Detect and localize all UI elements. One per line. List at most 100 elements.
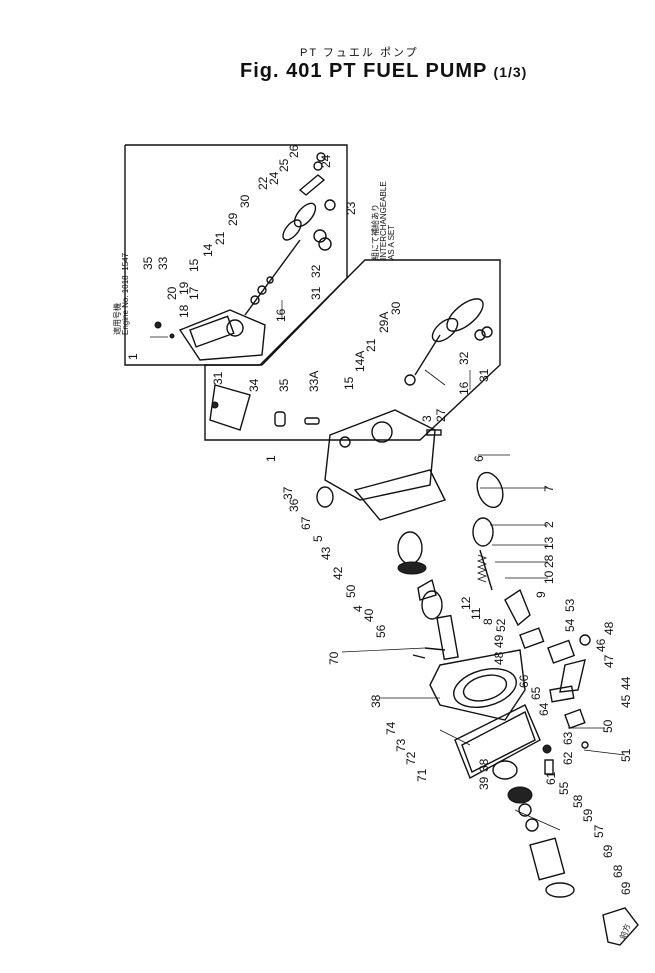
- inset-engine-variant-frame: [124, 144, 348, 366]
- inset-gasket-30: [446, 298, 484, 332]
- label-8: 8: [481, 618, 495, 625]
- label-14: 14: [201, 243, 215, 257]
- label-49: 49: [492, 634, 506, 648]
- label-67: 67: [299, 516, 313, 530]
- figure-fraction: (1/3): [493, 64, 528, 80]
- label-33a: 33A: [307, 371, 321, 392]
- inset-shaft-21: [414, 334, 441, 376]
- gear-42: [397, 561, 427, 575]
- label-26: 26: [287, 144, 301, 158]
- label-3: 3: [420, 415, 434, 422]
- label-31c: 31: [211, 371, 225, 385]
- label-29a: 29A: [377, 312, 391, 333]
- label-62: 62: [561, 751, 575, 765]
- interchange-note-en2: AS A SET: [387, 225, 396, 260]
- label-56: 56: [374, 624, 388, 638]
- label-6: 6: [472, 455, 486, 462]
- label-54: 54: [563, 618, 577, 632]
- label-24a: 24: [267, 171, 281, 185]
- inset-engine-variant: 適用号機 Engine No. 1018~1547 組にて補給あり INTERC…: [112, 144, 396, 366]
- label-48a: 48: [602, 621, 616, 635]
- label-1a: 1: [126, 353, 140, 360]
- label-19: 19: [177, 281, 191, 295]
- label-11: 11: [469, 607, 483, 620]
- leader-lines: [281, 300, 626, 831]
- label-44: 44: [619, 676, 633, 690]
- label-9: 9: [534, 591, 548, 598]
- plug-37: [316, 486, 334, 508]
- label-37: 37: [281, 486, 295, 500]
- label-32b: 32: [457, 351, 471, 365]
- figure-title-text: Fig. 401 PT FUEL PUMP: [240, 60, 487, 82]
- part-9: [504, 588, 531, 627]
- label-31a: 31: [309, 286, 323, 300]
- inset-shaft-group: [204, 259, 501, 441]
- cover-34: [209, 384, 251, 431]
- label-5: 5: [311, 535, 325, 542]
- label-21: 21: [213, 231, 227, 245]
- figure-header: PT フュエル ポンプ Fig. 401 PT FUEL PUMP (1/3): [0, 0, 655, 95]
- block-53: [547, 639, 576, 664]
- gasket-plate: [454, 704, 541, 779]
- label-71: 71: [415, 768, 429, 782]
- label-63: 63: [561, 731, 575, 745]
- label-38a: 38: [369, 694, 383, 708]
- label-24b: 24: [319, 154, 333, 168]
- label-61: 61: [544, 771, 558, 785]
- label-51: 51: [619, 748, 633, 762]
- label-69a: 69: [601, 844, 615, 858]
- label-22: 22: [256, 176, 270, 190]
- label-27: 27: [434, 408, 448, 422]
- engine-note-jp: 適用号機: [112, 303, 122, 335]
- inset-pump-body: [178, 309, 266, 361]
- label-31b: 31: [477, 368, 491, 382]
- label-15: 15: [187, 258, 201, 272]
- pump-housing: [324, 409, 436, 501]
- inset-shaft-group-frame: [204, 259, 501, 441]
- label-23: 23: [344, 201, 358, 215]
- interchange-note-jp: 組にて補給あり: [370, 204, 380, 260]
- label-50b: 50: [601, 719, 615, 733]
- label-34: 34: [247, 378, 261, 392]
- label-35: 35: [141, 256, 155, 270]
- label-69b: 69: [619, 881, 633, 895]
- part-45: [564, 708, 586, 730]
- shaft-40: [436, 614, 459, 661]
- part-2: [472, 517, 494, 547]
- label-12: 12: [459, 596, 473, 610]
- inset-pump-cover: [189, 315, 235, 348]
- label-33: 33: [156, 256, 170, 270]
- label-16a: 16: [274, 308, 288, 322]
- label-30b: 30: [389, 301, 403, 315]
- label-16b: 16: [457, 381, 471, 395]
- label-7: 7: [542, 485, 556, 492]
- part-62: [544, 759, 554, 775]
- label-42: 42: [331, 566, 345, 580]
- engine-note: Engine No. 1018~1547: [121, 252, 130, 335]
- label-46: 46: [594, 638, 608, 652]
- label-29: 29: [226, 212, 240, 226]
- label-30: 30: [238, 194, 252, 208]
- main-pump-body: [316, 409, 591, 898]
- label-53: 53: [563, 598, 577, 612]
- label-14a: 14A: [353, 351, 367, 372]
- label-74: 74: [384, 721, 398, 735]
- label-55: 55: [557, 781, 571, 795]
- label-17: 17: [187, 286, 201, 300]
- label-66: 66: [517, 674, 531, 688]
- figure-title: Fig. 401 PT FUEL PUMP (1/3): [240, 60, 527, 83]
- label-10: 10: [542, 570, 556, 584]
- label-38b: 38: [477, 758, 491, 772]
- label-65: 65: [529, 686, 543, 700]
- label-39: 39: [477, 776, 491, 790]
- label-40: 40: [362, 608, 376, 622]
- label-70: 70: [327, 651, 341, 665]
- label-45: 45: [619, 694, 633, 708]
- gear-55: [507, 786, 533, 804]
- front-cover: [353, 469, 446, 521]
- label-72: 72: [404, 751, 418, 765]
- filter-68: [529, 837, 566, 881]
- gear-43: [397, 531, 423, 565]
- label-15b: 15: [342, 376, 356, 390]
